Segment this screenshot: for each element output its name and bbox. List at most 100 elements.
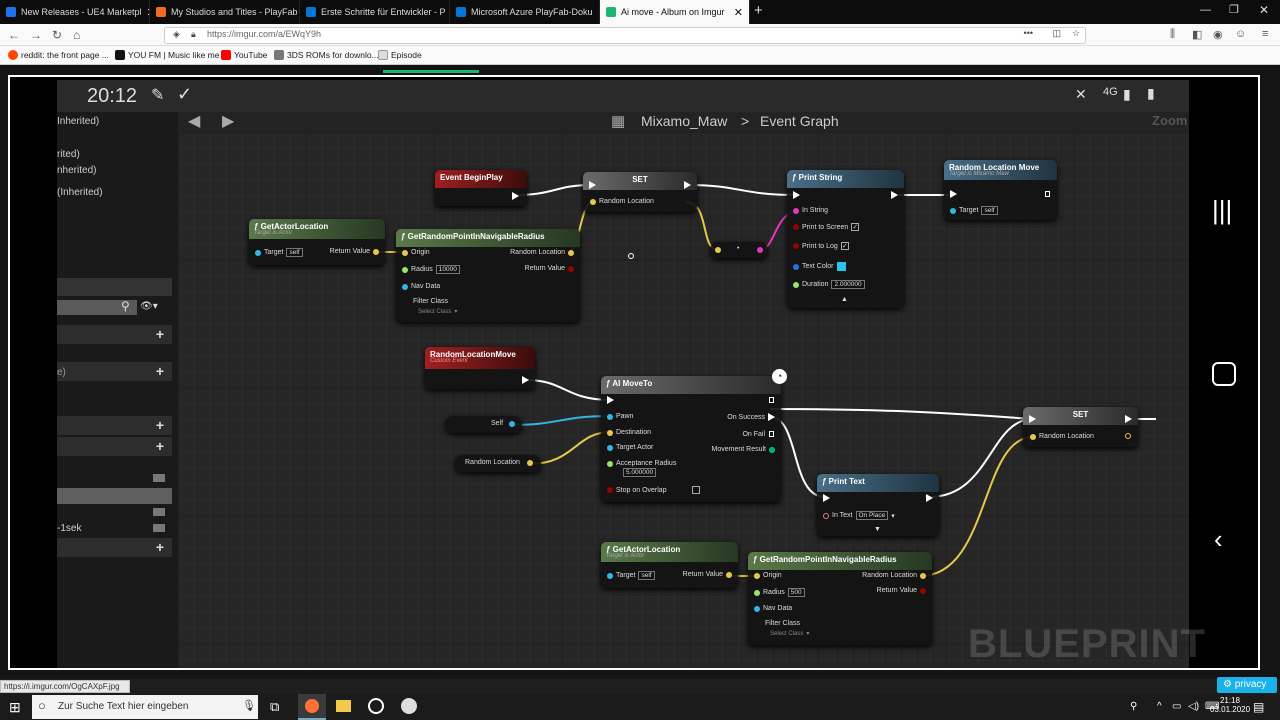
network-icon[interactable]: ▭ xyxy=(1172,701,1182,712)
bookmark-star-icon[interactable]: ☆ xyxy=(1071,28,1080,38)
exec-in-pin[interactable] xyxy=(1029,415,1036,423)
random-location-out-pin[interactable] xyxy=(1125,433,1131,439)
random-location-pin[interactable]: Random Location xyxy=(1030,433,1094,440)
new-tab-button[interactable]: + xyxy=(754,2,763,19)
print-to-log-pin[interactable]: Print to Log✓ xyxy=(793,242,849,250)
notifications-icon[interactable]: ▤ xyxy=(1253,700,1265,714)
exec-out-pin[interactable] xyxy=(768,396,775,404)
tab-imgur-album[interactable]: Ai move - Album on Imgur✕ xyxy=(600,0,750,24)
radius-field[interactable]: 10000 xyxy=(435,265,460,274)
people-icon[interactable]: ⚲ xyxy=(1130,701,1138,712)
nav-forward-icon[interactable]: ▶ xyxy=(222,113,235,130)
checkbox[interactable]: ✓ xyxy=(851,223,860,231)
windows-start-icon[interactable]: ⊞ xyxy=(9,699,21,715)
exec-in-pin[interactable] xyxy=(607,396,614,404)
exec-in-pin[interactable] xyxy=(793,191,800,199)
file-explorer-icon[interactable] xyxy=(336,700,351,712)
language-icon[interactable]: ⌨ xyxy=(1205,701,1220,712)
reload-icon[interactable]: ↻ xyxy=(52,28,63,42)
close-window-button[interactable]: ✕ xyxy=(1259,3,1270,17)
nav-data-pin[interactable]: Nav Data xyxy=(402,283,440,290)
node-get-random-point-1[interactable]: ƒ GetRandomPointInNavigableRadius Origin… xyxy=(396,229,580,322)
target-actor-pin[interactable]: Target Actor xyxy=(607,444,653,451)
expand-arrow-icon[interactable]: ▲ xyxy=(841,296,848,303)
view-options-icon[interactable]: 👁︎▾ xyxy=(140,301,158,312)
unreal-engine-icon[interactable] xyxy=(368,698,384,714)
add-icon[interactable]: + xyxy=(155,417,165,433)
minimize-button[interactable]: — xyxy=(1200,4,1211,16)
back-icon[interactable]: ← xyxy=(8,28,20,42)
destination-pin[interactable]: Destination xyxy=(607,429,651,436)
node-random-location-getter[interactable]: Random Location xyxy=(455,455,541,472)
bookmark-episode[interactable]: Episode xyxy=(378,50,422,60)
target-field[interactable]: self xyxy=(981,206,998,215)
url-bar[interactable]: ◈ 🔒︎ https://imgur.com/a/EWqY9h ••• ◫ ☆ xyxy=(164,27,1086,44)
acceptance-field[interactable]: 5.000000 xyxy=(623,468,657,477)
random-location-out-pin[interactable]: Random Location xyxy=(510,249,574,256)
nav-back-icon[interactable]: ◀ xyxy=(188,113,201,130)
dropdown-arrow-icon[interactable]: ▾ xyxy=(891,512,895,520)
panel-section-graphs[interactable] xyxy=(57,325,172,345)
exec-in-pin[interactable] xyxy=(823,494,830,502)
home-icon[interactable]: ⌂ xyxy=(73,28,81,42)
sidebar-icon[interactable]: ◧ xyxy=(1192,29,1203,41)
breadcrumb-root[interactable]: Mixamo_Maw xyxy=(641,113,728,129)
maximize-button[interactable]: ❐ xyxy=(1229,4,1239,16)
privacy-button[interactable]: ⚙ privacy xyxy=(1217,677,1277,693)
pocket-icon[interactable]: ◫ xyxy=(1052,28,1061,38)
text-color-pin[interactable]: Text Color xyxy=(793,262,846,271)
in-text-field[interactable]: On Place xyxy=(855,511,889,520)
recent-apps-icon[interactable]: ||| xyxy=(1212,195,1233,225)
variable-row-selected[interactable] xyxy=(57,488,172,504)
return-value-pin[interactable]: Return Value xyxy=(683,571,732,578)
panel-search-input[interactable] xyxy=(57,300,137,315)
bookmark-youtube[interactable]: YouTube xyxy=(221,50,267,60)
panel-section-dispatchers[interactable] xyxy=(57,538,172,558)
filter-class-pin[interactable]: Filter Class xyxy=(413,298,448,305)
return-value-pin[interactable]: Return Value xyxy=(525,265,574,272)
pawn-pin[interactable]: Pawn xyxy=(607,413,634,420)
microphone-icon[interactable]: 🎙︎ xyxy=(242,700,256,712)
panel-section-macros[interactable] xyxy=(57,416,172,436)
random-location-pin[interactable]: Random Location xyxy=(590,198,654,205)
random-location-out-pin[interactable]: Random Location xyxy=(862,572,926,579)
exec-out-pin[interactable] xyxy=(1044,190,1051,198)
panel-section[interactable] xyxy=(57,362,172,382)
bookmark-3ds-roms[interactable]: 3DS ROMs for downlo... xyxy=(274,50,379,60)
tab-erste-schritte[interactable]: Erste Schritte für Entwickler - P✕ xyxy=(300,0,450,24)
back-nav-icon[interactable]: ‹ xyxy=(1214,524,1223,554)
exec-out-pin[interactable] xyxy=(522,376,529,384)
bookmark-reddit[interactable]: reddit: the front page ... xyxy=(8,50,109,60)
task-view-icon[interactable]: ⧉ xyxy=(270,699,280,714)
page-actions-icon[interactable]: ••• xyxy=(1023,28,1033,38)
checkbox[interactable] xyxy=(691,486,700,494)
on-success-pin[interactable]: On Success xyxy=(727,413,775,421)
select-class-dropdown[interactable]: Select Class▾ xyxy=(418,308,458,316)
exec-out-pin[interactable] xyxy=(926,494,933,502)
add-icon[interactable]: + xyxy=(155,363,165,379)
exec-out-pin[interactable] xyxy=(684,181,691,189)
node-event-beginplay[interactable]: Event BeginPlay xyxy=(435,170,527,206)
tab-ue4-marketplace[interactable]: New Releases - UE4 Marketpl✕ xyxy=(0,0,150,24)
bookmark-youfm[interactable]: YOU FM | Music like me xyxy=(115,50,219,60)
node-set-random-location-2[interactable]: SET Random Location xyxy=(1023,407,1138,447)
stop-on-overlap-pin[interactable]: Stop on Overlap xyxy=(607,486,700,494)
checkbox[interactable]: ✓ xyxy=(840,242,849,250)
exec-out-pin[interactable] xyxy=(1125,415,1132,423)
node-print-string[interactable]: ƒ Print String In String Print to Screen… xyxy=(787,170,904,308)
acceptance-radius-pin[interactable]: Acceptance Radius xyxy=(607,460,676,467)
on-fail-pin[interactable]: On Fail xyxy=(742,430,775,438)
node-get-random-point-2[interactable]: ƒ GetRandomPointInNavigableRadius Origin… xyxy=(748,552,932,645)
return-value-pin[interactable]: Return Value xyxy=(330,248,379,255)
volume-icon[interactable]: ◁) xyxy=(1188,701,1200,712)
origin-pin[interactable]: Origin xyxy=(754,572,782,579)
library-icon[interactable]: ⫼ xyxy=(1170,28,1176,40)
add-icon[interactable]: + xyxy=(155,438,165,454)
